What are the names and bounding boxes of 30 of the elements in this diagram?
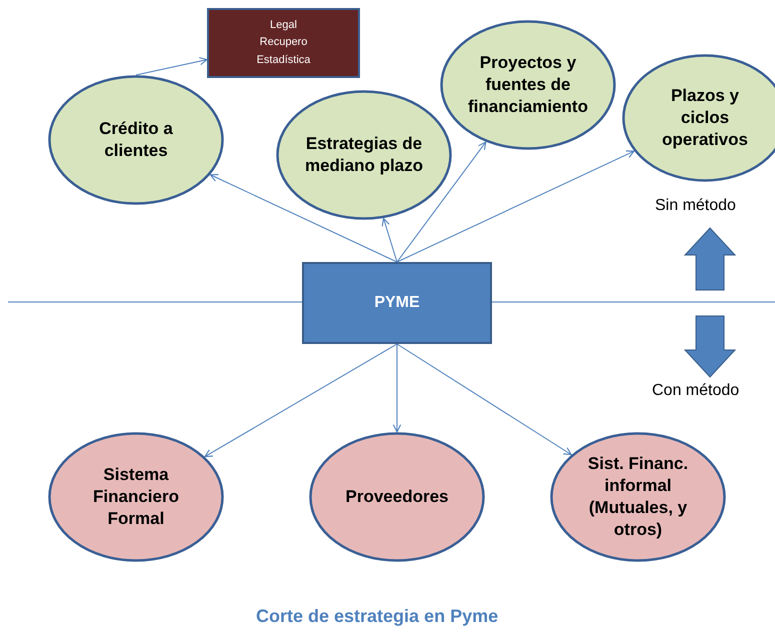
direction-label: Con método <box>652 382 740 400</box>
arrow <box>396 150 635 262</box>
process-box <box>207 8 360 78</box>
ellipse-node <box>309 432 485 562</box>
node-label: Sist. Financ. informal (Mutuales, y otros) <box>586 452 690 542</box>
ellipse-node <box>48 75 224 205</box>
ellipse-node <box>440 20 616 150</box>
arrow <box>204 344 398 458</box>
node-label: PYME <box>374 294 420 312</box>
node-label: Sistema Financiero Formal <box>92 464 180 530</box>
node-label: Estadística <box>256 52 310 68</box>
arrow <box>392 344 402 433</box>
node-label: Legal <box>270 18 297 34</box>
arrow <box>396 344 572 456</box>
node-label: Proyectos y fuentes de financiamiento <box>467 52 589 118</box>
ellipse-node <box>276 90 452 220</box>
arrow <box>382 218 398 262</box>
arrow <box>210 174 398 262</box>
node-label: Crédito a clientes <box>98 118 174 162</box>
node-label: Proveedores <box>346 486 448 508</box>
node-label: Estrategias de mediano plazo <box>304 132 424 177</box>
caption: Corte de estrategia en Pyme <box>256 606 498 627</box>
node-label: Recupero <box>260 35 308 50</box>
ellipse-node <box>550 432 726 562</box>
arrow <box>396 142 486 262</box>
process-box <box>302 262 492 344</box>
node-label: Plazos y ciclos operativos <box>661 84 749 152</box>
arrow <box>136 57 208 76</box>
direction-label: Sin método <box>655 197 736 215</box>
ellipse-node <box>48 432 224 562</box>
